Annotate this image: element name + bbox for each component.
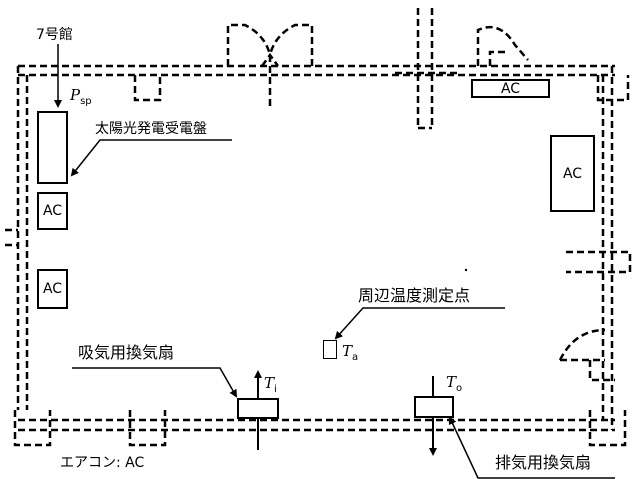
door-arcs — [226, 23, 615, 382]
marker-dot — [464, 268, 468, 272]
solar-panel-board — [37, 111, 68, 184]
legend-text: エアコン: AC — [60, 455, 145, 471]
ac-unit-label: AC — [562, 165, 583, 182]
exhaust-fan-leader — [448, 416, 615, 479]
wall-protrusions — [5, 8, 632, 447]
ac-unit-left-upper: AC — [37, 192, 68, 230]
sensor-ta-subscript: a — [352, 352, 359, 363]
exhaust-fan-label: 排気用換気扇 — [495, 453, 592, 472]
sensor-ti-label: Ti — [264, 376, 277, 395]
intake-fan-box — [237, 398, 279, 419]
sensor-ti-subscript: i — [274, 384, 277, 395]
sensor-psp-symbol: P — [70, 86, 81, 104]
sensor-to-subscript: o — [456, 383, 463, 394]
ambient-sensor-box — [323, 340, 337, 359]
sensor-psp-label: Psp — [70, 88, 92, 107]
sensor-psp-subscript: sp — [80, 96, 92, 107]
sensor-to-label: To — [446, 375, 462, 394]
sensor-to-symbol: T — [446, 373, 457, 391]
ac-unit-label: AC — [42, 281, 63, 297]
solar-panel-leader — [70, 139, 232, 177]
exhaust-fan-box — [414, 396, 454, 418]
building-label: 7号館 — [36, 27, 73, 43]
intake-fan-leader — [72, 367, 237, 398]
ambient-point-leader — [334, 307, 505, 340]
ac-unit-right: AC — [550, 135, 595, 212]
ac-unit-label: AC — [42, 203, 63, 219]
ac-unit-left-lower: AC — [37, 269, 68, 309]
sensor-ta-label: Ta — [342, 344, 358, 363]
ac-unit-top-right: AC — [471, 79, 550, 98]
sensor-ti-symbol: T — [264, 374, 275, 392]
ambient-point-label: 周辺温度測定点 — [358, 286, 471, 305]
sensor-ta-symbol: T — [342, 342, 353, 360]
ac-unit-label: AC — [500, 80, 521, 97]
intake-fan-label: 吸気用換気扇 — [78, 343, 175, 362]
building-walls — [16, 64, 615, 432]
solar-panel-label: 太陽光発電受電盤 — [95, 121, 207, 137]
